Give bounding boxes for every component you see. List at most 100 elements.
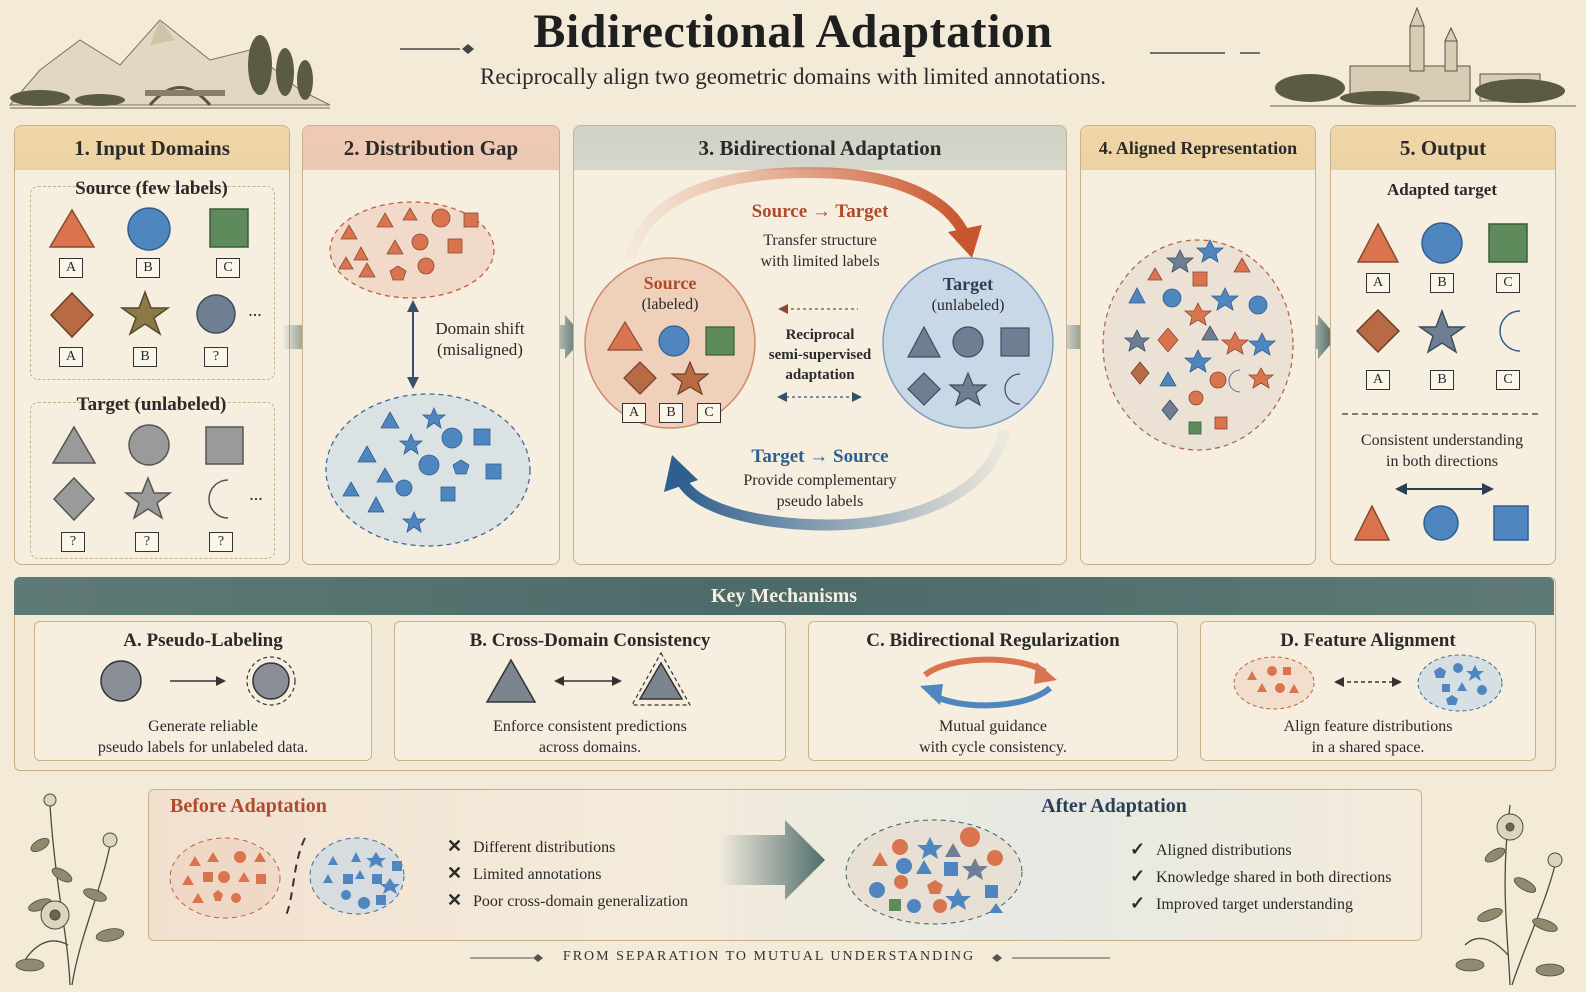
list-item-text: Aligned distributions [1156, 842, 1292, 859]
mechanism-desc: Generate reliable pseudo labels for unlab… [35, 716, 371, 758]
check-icon: ✓ [1130, 866, 1146, 886]
cycle-arrow-icon [923, 656, 1047, 678]
center-line3: adaptation [785, 367, 855, 383]
output-label: B [1430, 273, 1454, 293]
key-mechanisms-title: Key Mechanisms [710, 585, 858, 607]
source-to-target-arrow-icon [624, 167, 971, 260]
square-shape [1000, 327, 1030, 357]
circle-shape [196, 294, 236, 334]
triangle-shape [638, 661, 684, 700]
domain-shift-line1: Domain shift [435, 319, 525, 338]
before-list: ✕ Different distributions ✕ Limited annota… [447, 833, 688, 914]
center-line1: Reciprocal [785, 327, 855, 343]
list-item-text: Different distributions [473, 839, 616, 856]
desc-line2: with cycle consistency. [919, 739, 1067, 756]
triangle-shape [907, 325, 941, 358]
circle-shape [1421, 222, 1463, 264]
square-shape [1488, 223, 1528, 263]
output-label: A [1366, 370, 1390, 390]
diamond-shape [52, 476, 96, 522]
output-label: C [1496, 370, 1520, 390]
mechanism-icons [100, 651, 1503, 712]
circle-shape [252, 662, 290, 700]
square-shape [205, 426, 244, 465]
circle-shape [128, 424, 170, 466]
s2t-line1: Transfer structure [763, 232, 877, 249]
desc-line2: across domains. [538, 739, 642, 756]
cross-icon: ✕ [447, 863, 463, 883]
panel-title: 4. Aligned Representation [1081, 126, 1315, 170]
source-shapes [48, 207, 249, 522]
triangle-shape [606, 320, 644, 351]
output-subtitle: Adapted target [1386, 180, 1497, 199]
star-shape [123, 475, 173, 520]
list-item-text: Limited annotations [473, 866, 602, 883]
t2s-line2: pseudo labels [776, 493, 864, 510]
list-item: ✓ Improved target understanding [1130, 890, 1392, 917]
mechanism-cross-domain-consistency: B. Cross-Domain Consistency Enforce cons… [394, 621, 786, 761]
panel-title: 3. Bidirectional Adaptation [574, 126, 1066, 170]
source-label: C [697, 403, 721, 423]
reciprocal-label: Reciprocal semi-supervised adaptation [755, 325, 885, 385]
distribution-gap-illustration [325, 201, 531, 547]
list-item: ✓Knowledge shared in both directions [1130, 863, 1392, 890]
mechanism-title: D. Feature Alignment [1280, 630, 1456, 651]
aligned-cluster-illustration [1102, 239, 1294, 451]
triangle-shape [485, 658, 537, 703]
flower-right-illustration [1455, 804, 1565, 986]
page-title: Bidirectional Adaptation [533, 5, 1053, 58]
panel-title: 5. Output [1331, 126, 1555, 170]
check-icon: ✓ [1130, 839, 1146, 859]
source-domain-sub: (labeled) [641, 296, 699, 313]
star-shape [670, 360, 710, 396]
cross-icon: ✕ [447, 836, 463, 856]
landscape-left-illustration [8, 19, 331, 109]
ellipsis-text: ... [249, 484, 263, 504]
panel-output: 5. Output [1330, 125, 1556, 565]
source-label: A [59, 258, 83, 278]
output-note-line1: Consistent understanding [1360, 432, 1524, 449]
list-item-text: Improved target understanding [1156, 896, 1353, 913]
desc-line1: Mutual guidance [939, 718, 1047, 735]
source-label: A [622, 403, 646, 423]
after-list: ✓ Aligned distributions ✓Knowledge shared… [1130, 836, 1392, 917]
desc-line1: Align feature distributions [1283, 718, 1453, 735]
circle-shape [100, 660, 142, 702]
source-to-target-desc: Transfer structure with limited labels [720, 230, 920, 272]
domain-shift-label: Domain shift (misaligned) [424, 318, 536, 360]
target-to-source-arrow-icon [675, 428, 1011, 531]
square-shape [209, 208, 249, 248]
source-label: ? [204, 347, 228, 367]
adaptation-cycle-illustration [584, 167, 1054, 531]
page-subtitle: Reciprocally align two geometric domains… [480, 64, 1106, 89]
mechanism-bidirectional-regularization: C. Bidirectional Regularization Mutual g… [808, 621, 1178, 761]
output-label: B [1430, 370, 1454, 390]
panel-title: 2. Distribution Gap [303, 126, 559, 170]
crescent-shape [1004, 373, 1021, 405]
s2t-line2: with limited labels [760, 253, 880, 270]
list-item-text: Poor cross-domain generalization [473, 893, 689, 910]
desc-line2: in a shared space. [1311, 739, 1425, 756]
target-label: ? [135, 532, 159, 552]
crescent-shape [1499, 310, 1521, 352]
domain-shift-line2: (misaligned) [437, 340, 523, 359]
after-adaptation-title: After Adaptation [1041, 795, 1187, 817]
star-shape [119, 289, 171, 336]
output-label: A [1366, 273, 1390, 293]
desc-line1: Generate reliable [148, 718, 258, 735]
diamond-shape [1355, 308, 1401, 354]
triangle-shape [51, 425, 97, 464]
target-to-source-title: Target → Source [751, 446, 889, 467]
desc-line2: pseudo labels for unlabeled data. [97, 739, 309, 756]
target-domain-name: Target [942, 274, 994, 294]
check-icon: ✓ [1130, 893, 1146, 913]
mechanism-title: B. Cross-Domain Consistency [469, 630, 711, 651]
source-to-target-title: Source → Target [751, 201, 889, 222]
circle-shape [127, 207, 171, 251]
triangle-shape [1353, 504, 1391, 541]
target-domain-sub: (unlabeled) [931, 297, 1005, 314]
source-domain-name: Source [643, 273, 697, 293]
source-group-box [30, 186, 275, 380]
source-label: C [216, 258, 240, 278]
key-mechanisms-banner [14, 577, 1554, 615]
